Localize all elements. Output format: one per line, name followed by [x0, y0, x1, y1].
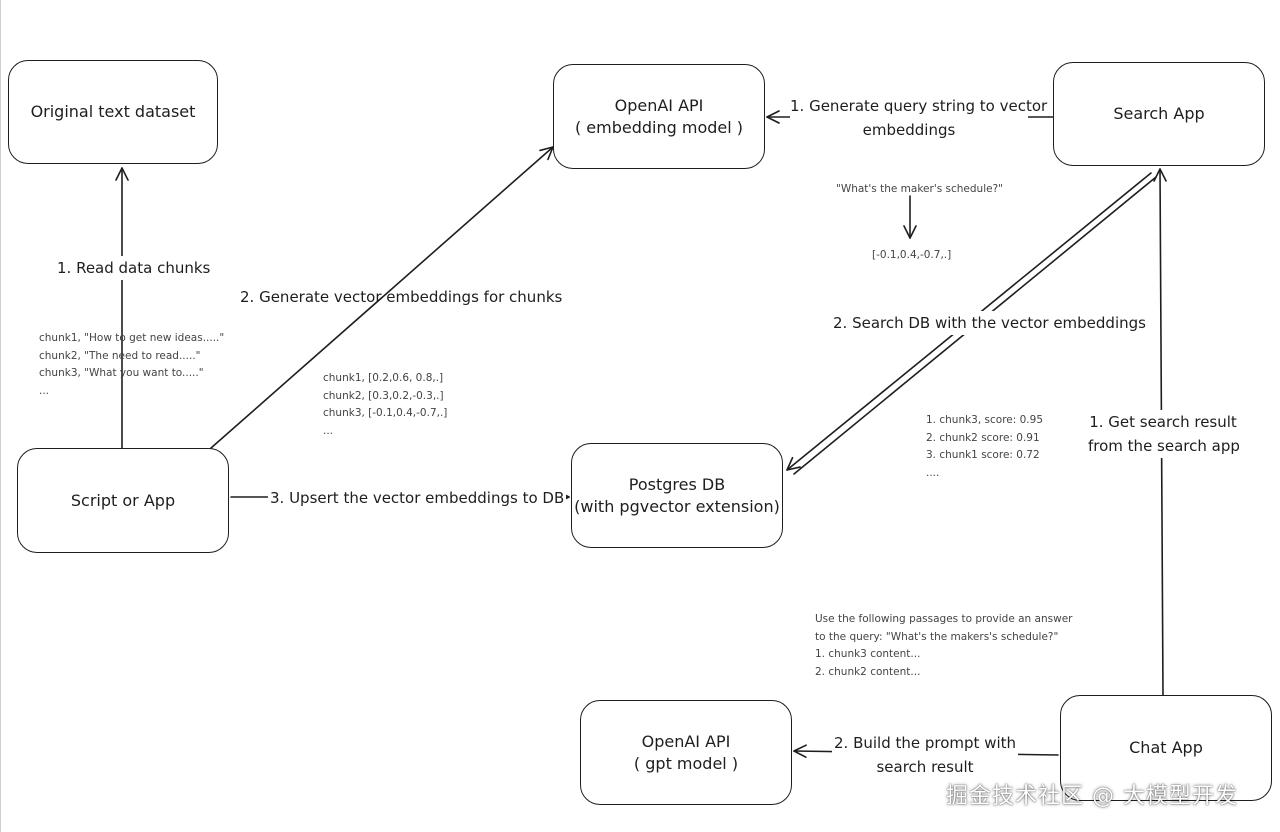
note-chunks-vectors: chunk1, [0.2,0.6, 0.8,.] chunk2, [0.3,0.…	[323, 372, 448, 437]
node-label-line: (with pgvector extension)	[574, 496, 780, 516]
label-upsert-embeddings: 3. Upsert the vector embeddings to DB	[268, 486, 567, 510]
label-search-db: 2. Search DB with the vector embeddings	[830, 311, 1149, 335]
label-generate-vector-embeddings: 2. Generate vector embeddings for chunks	[240, 288, 563, 306]
note-chunks-text: chunk1, "How to get new ideas....." chun…	[39, 332, 225, 397]
node-label-line: Script or App	[70, 490, 176, 510]
label-build-prompt: 2. Build the prompt with search result	[832, 731, 1018, 779]
note-prompt-text: Use the following passages to provide an…	[815, 613, 1073, 678]
note-query-vector: [-0.1,0.4,-0.7,.]	[872, 249, 952, 261]
node-label-line: Search App	[1113, 104, 1205, 123]
node-label-line: OpenAI API	[641, 731, 731, 751]
node-postgres-db: Postgres DB (with pgvector extension)	[571, 443, 783, 548]
node-label-line: ( gpt model )	[633, 753, 739, 773]
watermark-text: 掘金技术社区 @ 大模型开发	[946, 784, 1238, 809]
label-get-search-result: 1. Get search result from the search app	[1088, 410, 1240, 458]
node-label-line: Chat App	[1129, 738, 1203, 757]
node-chat-app: Chat App	[1060, 695, 1272, 801]
label-read-data-chunks: 1. Read data chunks	[55, 256, 213, 280]
node-label-line: ( embedding model )	[574, 117, 744, 137]
node-label-line: OpenAI API	[614, 95, 704, 115]
node-openai-embedding-api: OpenAI API ( embedding model )	[553, 64, 765, 169]
label-query-to-vector: 1. Generate query string to vector embed…	[790, 94, 1047, 142]
node-label-line: Postgres DB	[628, 474, 726, 494]
node-openai-gpt-api: OpenAI API ( gpt model )	[580, 700, 792, 805]
note-query-example: "What's the maker's schedule?"	[836, 183, 1003, 195]
node-original-text-dataset: Original text dataset	[8, 60, 218, 164]
note-search-scores: 1. chunk3, score: 0.95 2. chunk2 score: …	[926, 414, 1043, 479]
node-script-or-app: Script or App	[17, 448, 229, 553]
node-label-line: Original text dataset	[30, 102, 196, 121]
edge-generate-embeddings	[210, 146, 554, 449]
node-search-app: Search App	[1053, 62, 1265, 166]
